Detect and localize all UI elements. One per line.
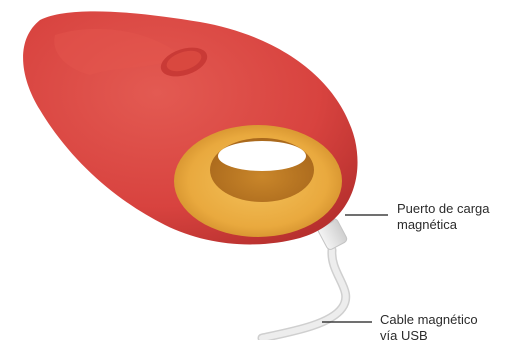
cable-label-line2: vía USB: [380, 328, 478, 344]
suction-ring-icon: [174, 125, 342, 237]
charging-port-label: Puerto de carga magnética: [397, 201, 490, 233]
charging-port-label-line1: Puerto de carga: [397, 201, 490, 217]
charging-port-label-line2: magnética: [397, 217, 490, 233]
cable-label: Cable magnético vía USB: [380, 312, 478, 344]
cable-label-line1: Cable magnético: [380, 312, 478, 328]
